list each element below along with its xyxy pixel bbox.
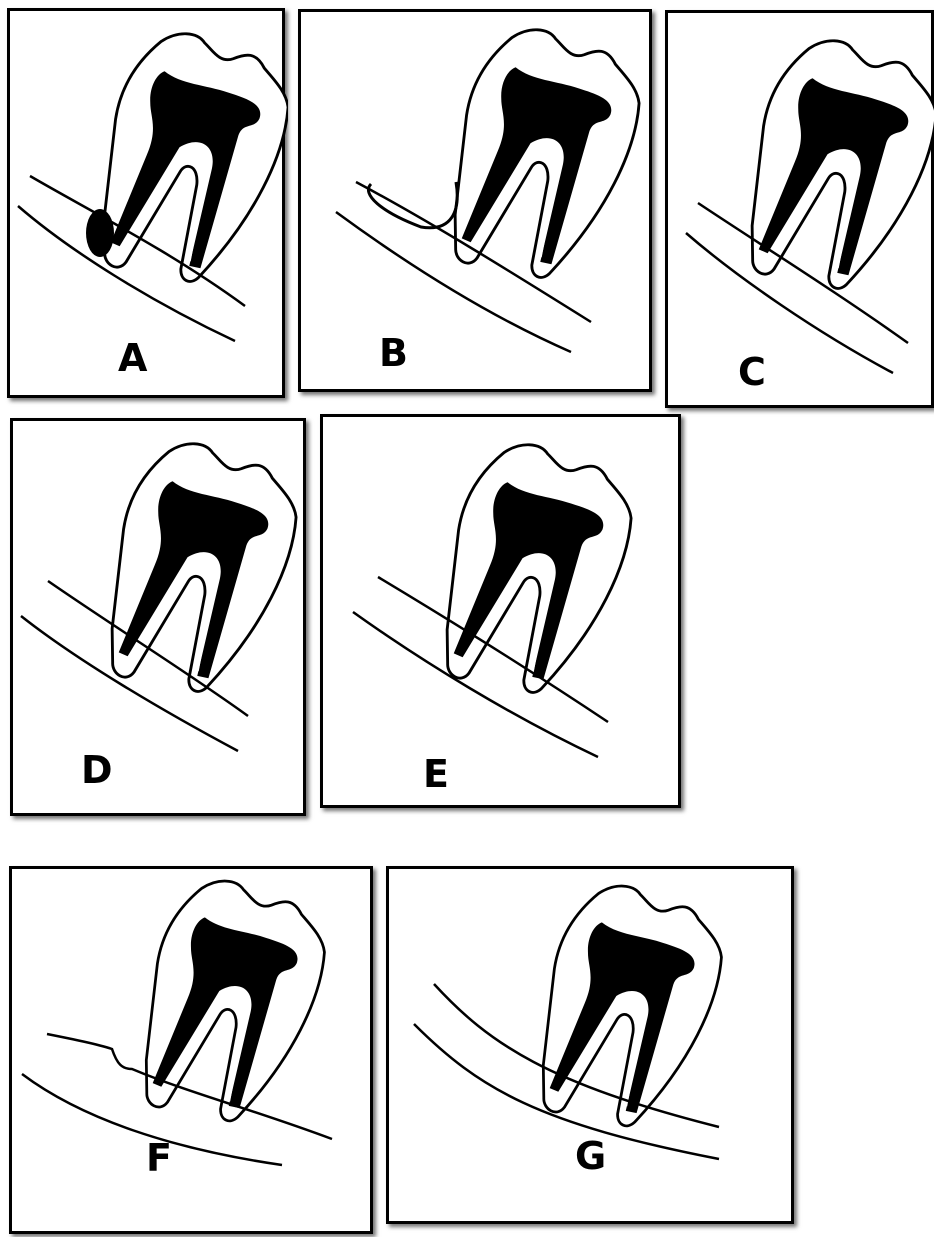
panel-a: A bbox=[7, 8, 285, 398]
panel-g: G bbox=[386, 866, 794, 1224]
tooth-diagram-b bbox=[301, 12, 655, 395]
panel-d: D bbox=[10, 418, 306, 816]
tooth-diagram-a bbox=[10, 11, 288, 401]
panel-b: B bbox=[298, 9, 652, 392]
tooth-diagram-f bbox=[12, 869, 376, 1237]
panel-e: E bbox=[320, 414, 681, 808]
panel-label: E bbox=[423, 755, 449, 793]
bone-line bbox=[336, 212, 571, 352]
panel-label: F bbox=[146, 1139, 172, 1177]
panel-label: D bbox=[81, 751, 113, 789]
lesion-mark bbox=[86, 209, 114, 257]
panel-label: B bbox=[379, 334, 408, 372]
panel-label: A bbox=[118, 339, 147, 377]
panel-label: C bbox=[738, 353, 766, 391]
panel-label: G bbox=[575, 1137, 606, 1175]
tooth-diagram-d bbox=[13, 421, 309, 819]
panel-f: F bbox=[9, 866, 373, 1234]
panel-c: C bbox=[665, 10, 934, 408]
curved-root bbox=[368, 182, 457, 228]
tooth-diagram-c bbox=[668, 13, 934, 411]
tooth-diagram-e bbox=[323, 417, 684, 811]
